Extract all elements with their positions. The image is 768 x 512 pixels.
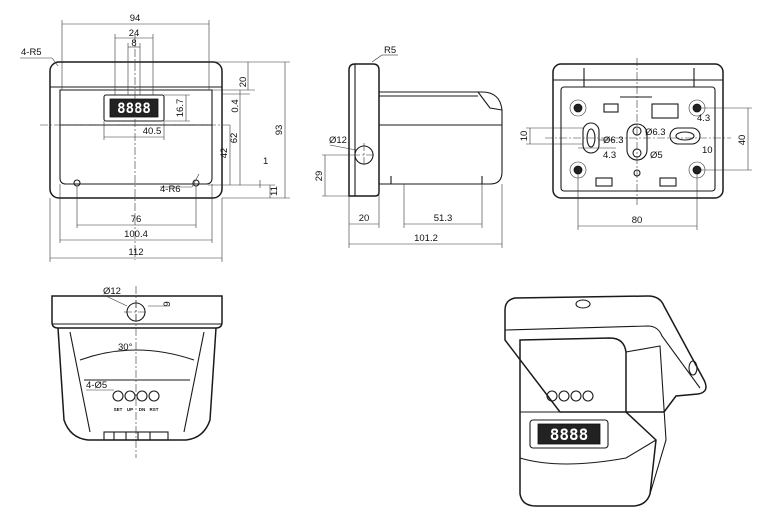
front-width-pitch: 24 [129, 28, 140, 39]
front-height-base: 11 [269, 186, 280, 196]
front-view-outline [49, 61, 223, 199]
front-view: 8888 94 24 8 4-R5 20 16.7 0.4 [20, 13, 290, 262]
bottom-button-holes: 4-Ø5 [86, 380, 107, 391]
front-width-total: 94 [130, 13, 141, 24]
iso-plate [504, 295, 707, 413]
bottom-button-label-set: SET [114, 407, 123, 412]
iso-button-1 [546, 390, 558, 402]
bottom-button-label-rst: RST [150, 407, 159, 412]
side-total-length: 101.2 [414, 233, 438, 244]
bottom-face [79, 349, 195, 361]
iso-display-window [537, 423, 601, 445]
back-right-offset: 4.3 [697, 113, 710, 124]
iso-body-front [519, 337, 657, 507]
bottom-button-2 [124, 390, 136, 402]
front-height-lower: 42 [219, 148, 230, 159]
back-outline [552, 63, 724, 199]
back-left-offset: 4.3 [603, 150, 616, 161]
back-right-height: 10 [702, 145, 713, 156]
bottom-terminal-strip [103, 431, 169, 441]
back-view: 10 Ø6.3 Ø6.3 4.3 4.3 Ø5 10 40 80 [519, 58, 752, 230]
iso-button-4 [582, 390, 594, 402]
bottom-d12-leader [105, 295, 128, 307]
side-plate [348, 63, 380, 197]
bottom-button-1 [112, 390, 124, 402]
front-width-center: 8 [131, 38, 136, 49]
r6-leader [191, 173, 200, 188]
front-height-total: 93 [274, 125, 285, 136]
r5-leader [51, 57, 59, 67]
front-span-inner: 76 [131, 214, 142, 225]
bottom-button-label-dn: DN [139, 407, 146, 412]
iso-side-hole [688, 360, 698, 376]
back-terminal [651, 103, 679, 119]
bottom-hole-offset: 9 [162, 301, 173, 306]
back-slot-width: 10 [519, 131, 530, 142]
iso-top-hole [575, 299, 591, 309]
bottom-body-inner [69, 331, 205, 433]
front-height-mid: 62 [229, 133, 240, 144]
back-inner [560, 86, 716, 192]
front-view-body [59, 89, 213, 185]
iso-display-frame [529, 419, 609, 449]
bottom-hole-diameter: Ø12 [103, 286, 121, 297]
side-hole-diameter: Ø12 [329, 135, 347, 146]
side-body-step [477, 91, 503, 111]
side-r5-leader [371, 54, 383, 63]
back-center-hole: Ø6.3 [645, 127, 666, 138]
iso-display-digits: 8888 [550, 425, 589, 444]
back-hole-pitch: 80 [632, 215, 643, 226]
back-total-height: 40 [737, 135, 748, 146]
front-height-top: 20 [238, 77, 249, 88]
bottom-button-3 [136, 390, 148, 402]
back-screw-tl [573, 103, 583, 113]
side-body-length: 51.3 [434, 213, 453, 224]
back-connector [603, 103, 619, 113]
front-span-outer: 100.4 [124, 229, 148, 240]
front-height-offset: 0.4 [230, 99, 241, 112]
front-display-width: 40.5 [143, 126, 162, 137]
front-height-display: 16.7 [175, 99, 186, 118]
bottom-angle: 30° [118, 342, 133, 353]
bottom-plate [51, 295, 223, 329]
iso-button-3 [570, 390, 582, 402]
bottom-button-4 [148, 390, 160, 402]
back-bottom-hole-dia: Ø5 [650, 150, 663, 161]
iso-plate-edge [504, 325, 701, 389]
back-slot-hole: Ø6.3 [603, 135, 624, 146]
side-hole-height: 29 [314, 171, 325, 182]
front-view-display-digits: 8888 [117, 101, 151, 117]
iso-body-lower [519, 439, 657, 465]
back-screw-bl [573, 165, 583, 175]
back-clip-left [595, 177, 613, 187]
iso-button-2 [558, 390, 570, 402]
front-corner-radius: 4-R5 [21, 47, 42, 58]
bottom-button-label-up: UP [127, 407, 133, 412]
side-view: R5 Ø12 29 20 51.3 101.2 [314, 45, 503, 248]
front-view-display-window [109, 98, 159, 118]
front-height-small: 1 [263, 156, 268, 167]
side-plate-width: 20 [359, 213, 370, 224]
back-slot-right-hole [675, 131, 695, 141]
front-view-display-frame [103, 94, 165, 122]
side-body [379, 91, 503, 185]
side-d12-leader [329, 144, 357, 151]
iso-view: 8888 [504, 295, 707, 507]
front-span-overall: 112 [128, 247, 143, 258]
front-foot-radius: 4-R6 [160, 184, 181, 195]
bottom-body [57, 327, 217, 441]
side-corner-radius: R5 [384, 45, 396, 56]
back-slot-right [669, 127, 701, 145]
front-view-foot-left [73, 179, 81, 187]
bottom-view: Ø12 9 30° 4-Ø5 SET UP DN RST [51, 286, 223, 458]
iso-body-side [625, 345, 667, 495]
back-screw-tl-ring [569, 99, 587, 117]
back-clip-right [659, 177, 677, 187]
